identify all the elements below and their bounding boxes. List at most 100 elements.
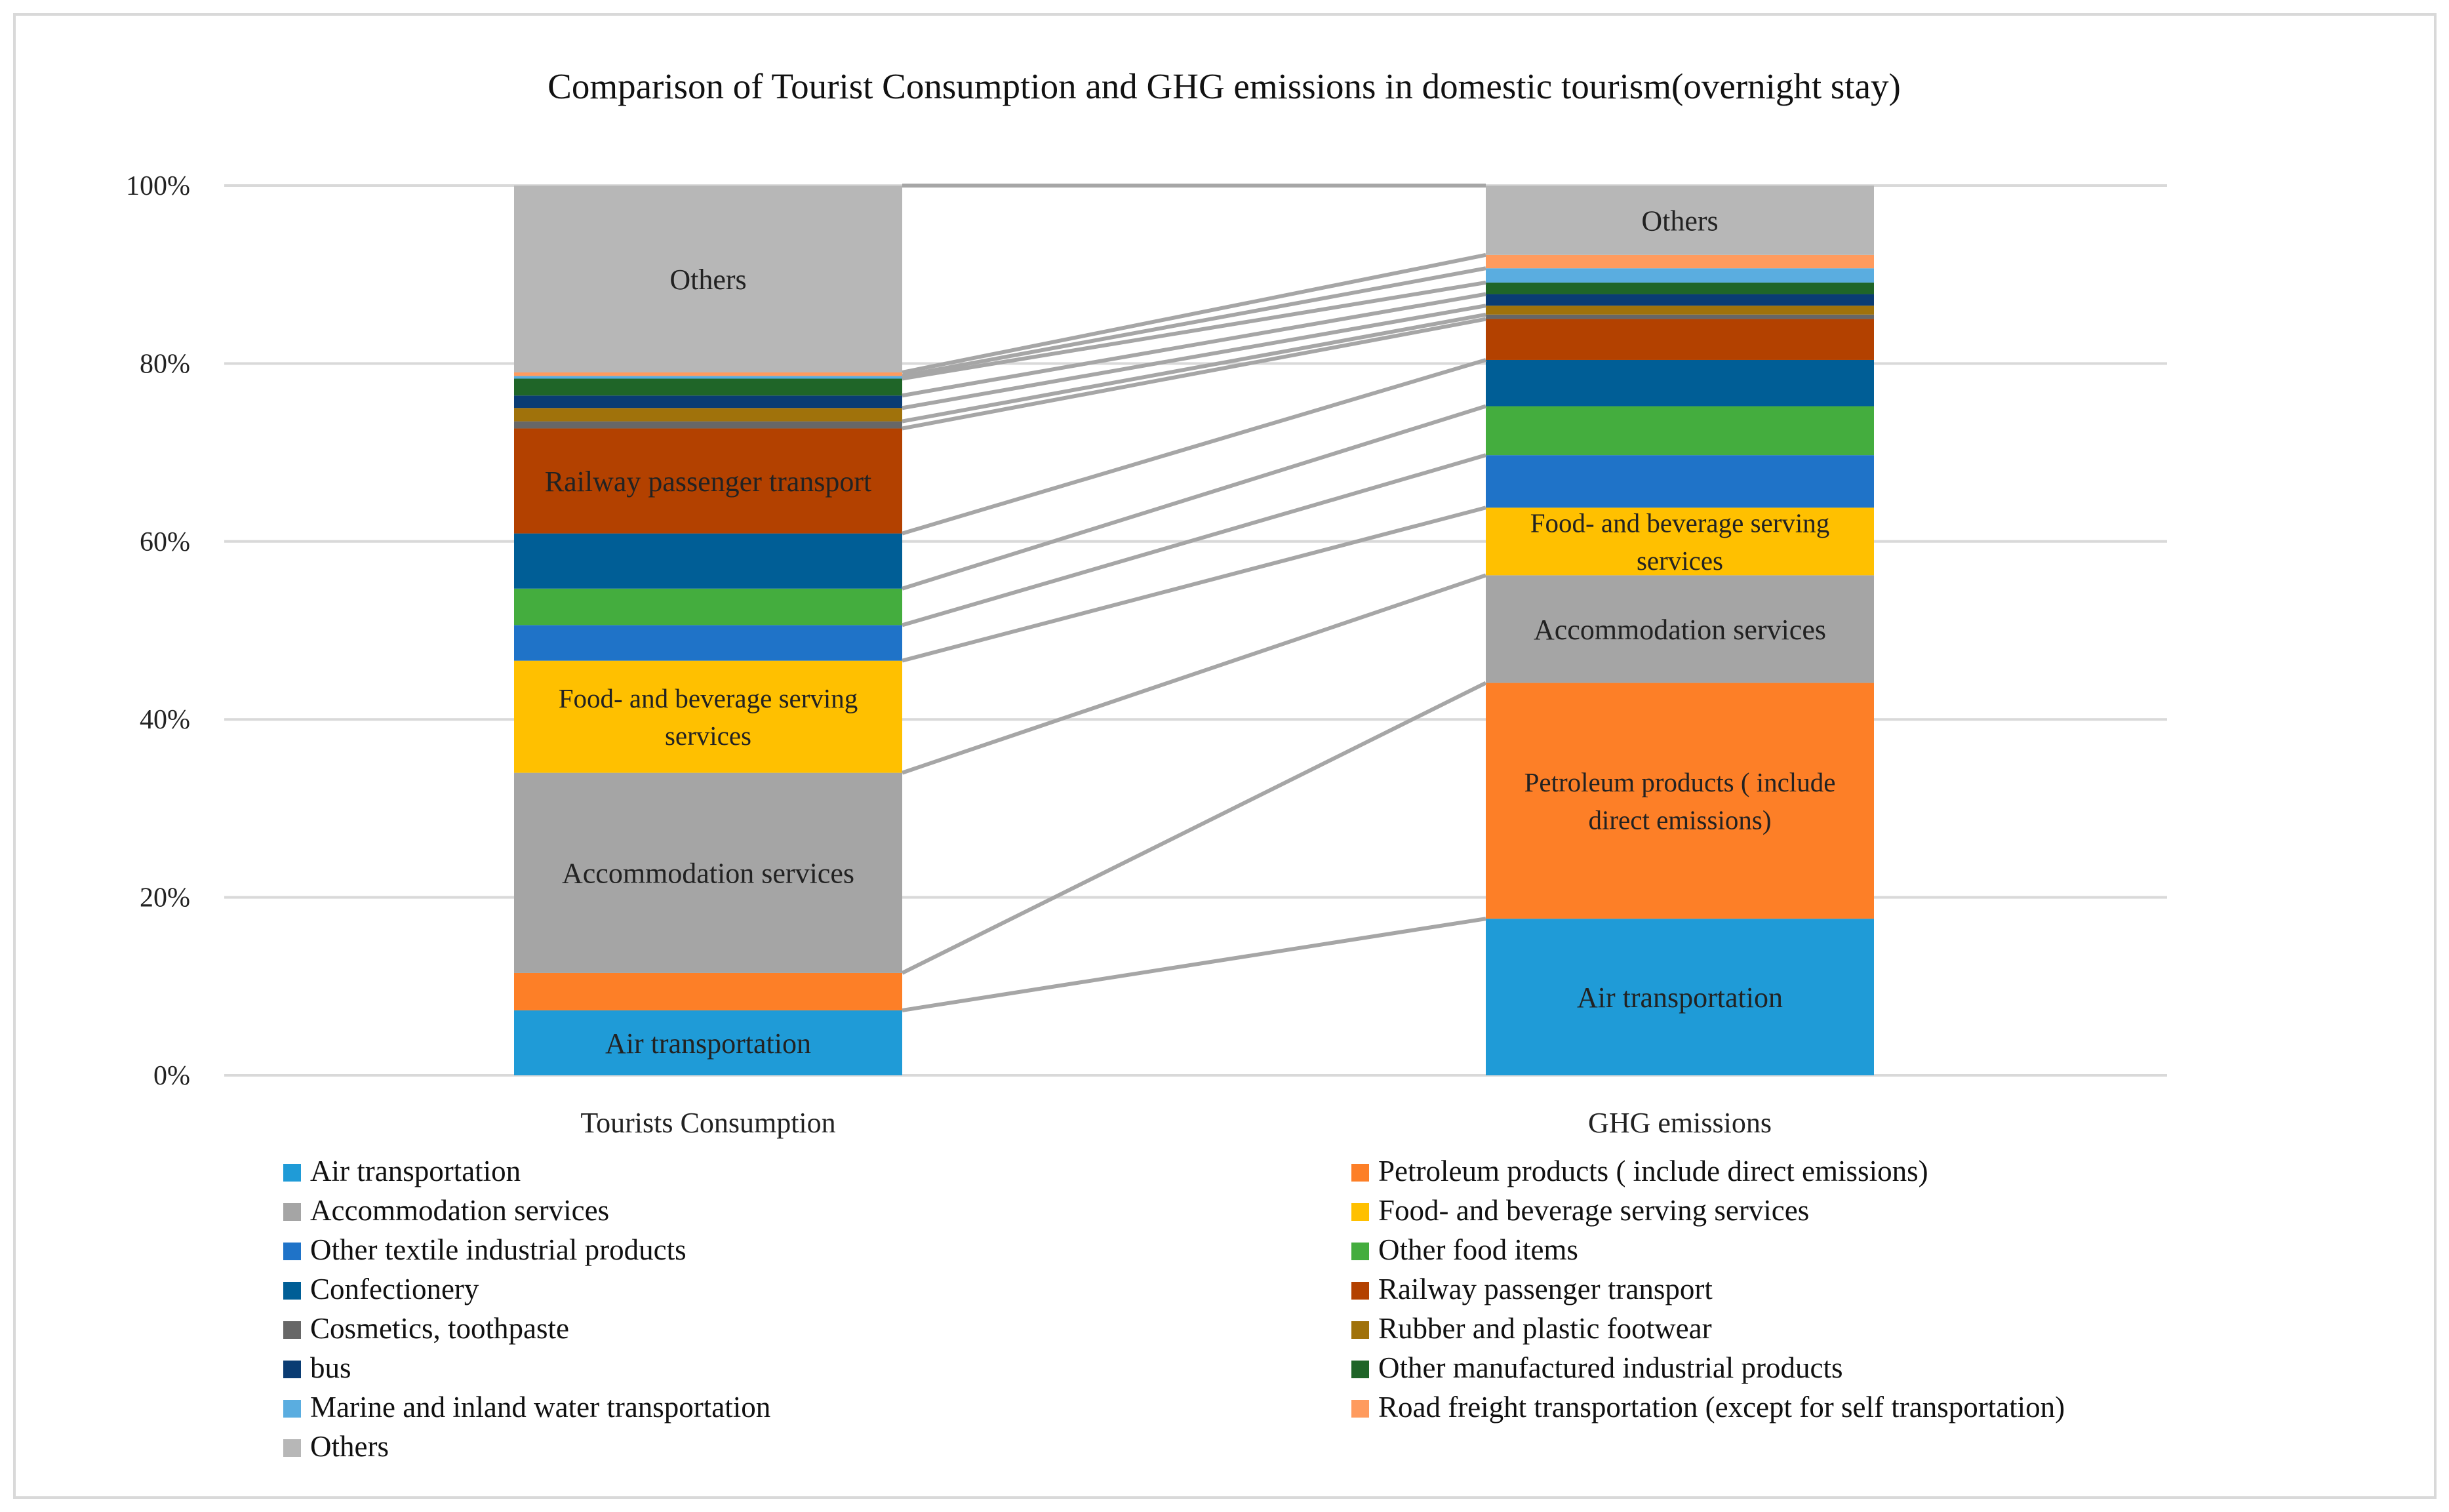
y-tick-label: 100% [126, 171, 190, 201]
bar-segment [514, 588, 902, 626]
bar-segment [1486, 294, 1874, 306]
legend-item: Marine and inland water transportation [283, 1391, 770, 1423]
y-tick-label: 60% [140, 527, 190, 557]
connector-line [902, 280, 1486, 381]
legend-swatch [283, 1243, 301, 1260]
bar-segment [514, 533, 902, 589]
x-category-label: Tourists Consumption [580, 1107, 835, 1139]
bar-segment [1486, 507, 1874, 576]
legend-swatch [1351, 1282, 1369, 1300]
legend-label: Others [310, 1430, 389, 1463]
bar-segment [1486, 306, 1874, 315]
y-tick-label: 20% [140, 883, 190, 913]
connector-line [902, 358, 1486, 536]
connector-line [902, 404, 1486, 591]
segment-label: Others [669, 264, 746, 296]
legend-item: Rubber and plastic footwear [1351, 1312, 1712, 1345]
legend-swatch [1351, 1321, 1369, 1339]
legend-item: Other manufactured industrial products [1351, 1351, 1843, 1384]
connector-line [902, 317, 1486, 431]
legend-label: Rubber and plastic footwear [1378, 1312, 1712, 1345]
legend-swatch [283, 1203, 301, 1221]
y-tick-label: 40% [140, 705, 190, 735]
bar-segment [514, 1010, 902, 1075]
legend-swatch [1351, 1243, 1369, 1260]
legend-swatch [283, 1321, 301, 1339]
legend-item: Air transportation [283, 1155, 521, 1187]
bar-segment [514, 186, 902, 372]
legend-label: bus [310, 1351, 351, 1384]
y-tick-label: 0% [153, 1061, 190, 1091]
connector-line [902, 312, 1486, 424]
legend-label: Confectionery [310, 1273, 479, 1305]
legend-label: Marine and inland water transportation [310, 1391, 770, 1423]
bar-segment [514, 660, 902, 773]
bar-segment [514, 408, 902, 422]
x-axis-categories: Tourists Consumption GHG emissions [580, 1107, 1772, 1139]
legend-label: Other textile industrial products [310, 1233, 687, 1266]
bar-segment [514, 772, 902, 973]
legend-label: Other manufactured industrial products [1378, 1351, 1843, 1384]
legend-label: Railway passenger transport [1378, 1273, 1713, 1305]
chart-frame [13, 13, 2437, 1499]
bar-segment [1486, 683, 1874, 919]
legend-label: Road freight transportation (except for … [1378, 1391, 2065, 1423]
bar-segment [514, 378, 902, 396]
bar-segment [1486, 268, 1874, 283]
legend-label: Cosmetics, toothpaste [310, 1312, 569, 1345]
connector-line [902, 917, 1486, 1012]
bar-segment [514, 372, 902, 376]
segment-label: Accommodation services [1534, 614, 1826, 646]
legend-label: Food- and beverage serving services [1378, 1194, 1809, 1227]
bar-segment [514, 376, 902, 379]
segment-label: Others [1641, 205, 1718, 237]
legend-swatch [1351, 1164, 1369, 1182]
connector-line [902, 453, 1486, 627]
bar-segment [1486, 575, 1874, 683]
segment-label: Air transportation [605, 1027, 811, 1060]
connector-line [902, 292, 1486, 398]
connector-line [902, 252, 1486, 374]
bar-segment [1486, 254, 1874, 269]
bar-segment [514, 625, 902, 661]
legend-label: Accommodation services [310, 1194, 609, 1227]
legend-swatch [283, 1400, 301, 1418]
bar-segment [1486, 406, 1874, 456]
segment-labels: Air transportation Accommodation services… [545, 205, 1836, 1060]
legend-label: Petroleum products ( include direct emis… [1378, 1155, 1928, 1187]
legend-swatch [1351, 1203, 1369, 1221]
x-category-label: GHG emissions [1588, 1107, 1772, 1139]
legend-swatch [1351, 1400, 1369, 1418]
legend-item: Accommodation services [283, 1194, 609, 1227]
bar-segment [1486, 186, 1874, 255]
legend-swatch [283, 1282, 301, 1300]
connector-line [902, 573, 1486, 775]
connector-line [902, 304, 1486, 410]
chart-title: Comparison of Tourist Consumption and GH… [548, 66, 1901, 106]
legend-item: Confectionery [283, 1273, 479, 1305]
legend-swatch [283, 1164, 301, 1182]
bar-segment [1486, 919, 1874, 1075]
legend-item: Cosmetics, toothpaste [283, 1312, 569, 1345]
bar-segment [514, 972, 902, 1010]
legend-swatch [283, 1361, 301, 1378]
connector-line [902, 506, 1486, 663]
bar-segment [1486, 282, 1874, 294]
segment-label: Air transportation [1577, 982, 1783, 1014]
segment-label: Railway passenger transport [545, 466, 872, 498]
bar-segment [1486, 455, 1874, 508]
connector-lines [901, 184, 1487, 1012]
legend-item: Others [283, 1430, 389, 1463]
legend-item: Railway passenger transport [1351, 1273, 1713, 1305]
connector-line [902, 266, 1486, 378]
y-axis-ticks: 0% 20% 40% 60% 80% 100% [126, 171, 190, 1091]
legend-item: Road freight transportation (except for … [1351, 1391, 2065, 1423]
legend-item: Food- and beverage serving services [1351, 1194, 1809, 1227]
segment-label: Accommodation services [562, 858, 854, 890]
y-tick-label: 80% [140, 349, 190, 379]
